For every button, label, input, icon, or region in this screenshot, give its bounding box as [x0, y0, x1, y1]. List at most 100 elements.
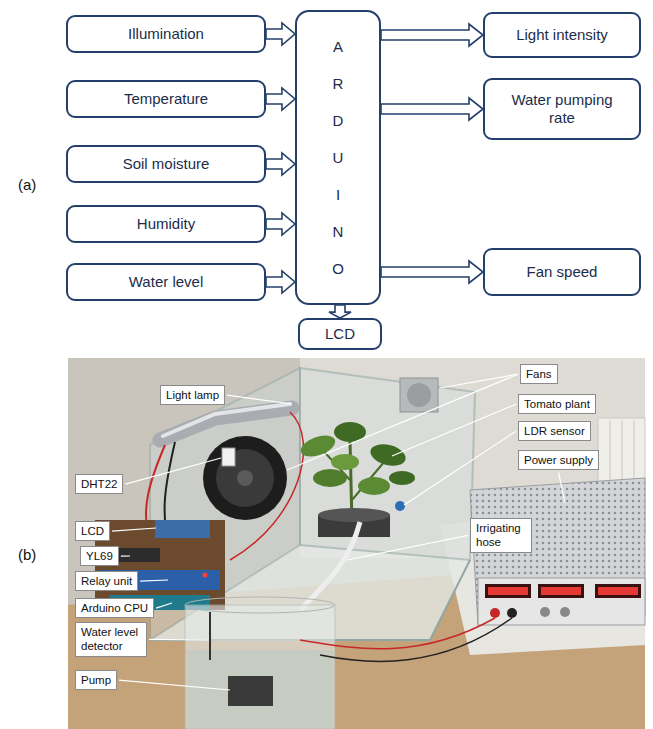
leaf — [331, 454, 359, 470]
part-label: Water level detector — [75, 622, 147, 657]
block-arrow — [266, 23, 295, 45]
leader-line — [227, 395, 292, 404]
box-text: Temperature — [124, 90, 208, 108]
leaf — [389, 471, 415, 485]
box-text: Illumination — [128, 25, 204, 43]
led — [203, 573, 208, 578]
block-arrow — [266, 153, 295, 175]
dht22-sensor — [222, 448, 235, 466]
lcd-module — [155, 520, 210, 538]
leader-line — [149, 639, 209, 641]
part-label: Relay unit — [75, 571, 138, 591]
ldr-sensor — [395, 501, 405, 511]
block-arrow — [266, 88, 295, 110]
box-text: Soil moisture — [123, 155, 210, 173]
wire — [230, 412, 304, 560]
input-box: Water level — [66, 263, 266, 301]
part-label: Irrigating hose — [470, 518, 532, 553]
box-text: Water level — [129, 273, 203, 291]
leaf — [313, 469, 347, 487]
leaf — [368, 441, 408, 470]
display-digits — [488, 587, 528, 595]
leader-line — [404, 431, 516, 505]
box-text: Light intensity — [516, 26, 608, 44]
water — [187, 650, 333, 729]
level-probe — [209, 612, 211, 660]
display — [595, 584, 641, 598]
power-supply — [470, 478, 645, 625]
panel-letter: (b) — [18, 546, 36, 563]
lamp-highlight — [163, 404, 290, 436]
fan-blades — [216, 449, 274, 507]
power-supply-panel — [478, 578, 645, 625]
block-arrow — [266, 213, 295, 235]
input-box: Temperature — [66, 80, 266, 118]
controller-name: A R D U I N O — [330, 28, 347, 287]
controller-box: A R D U I N O — [295, 10, 381, 305]
fan-hub — [237, 470, 253, 486]
leader-line — [440, 374, 518, 388]
box-text: Humidity — [137, 215, 195, 233]
display-digits — [598, 587, 638, 595]
leader-line — [347, 535, 468, 560]
leader-line — [125, 458, 221, 484]
irrigating-hose — [300, 522, 360, 610]
block-arrow — [381, 98, 483, 120]
display-digits — [541, 587, 581, 595]
block-arrow — [266, 271, 295, 293]
fan-body — [203, 436, 287, 520]
terminal — [507, 608, 517, 618]
input-box: Illumination — [66, 15, 266, 53]
leaf — [358, 477, 390, 495]
leader-line — [119, 680, 230, 690]
part-label: DHT22 — [75, 474, 123, 494]
leaf — [298, 431, 338, 460]
photo-background — [68, 358, 645, 729]
leader-lines — [112, 374, 565, 690]
leader-line — [559, 472, 565, 503]
part-label: Pump — [75, 670, 117, 690]
input-box: Soil moisture — [66, 145, 266, 183]
water-jar — [185, 605, 335, 729]
display — [538, 584, 584, 598]
knob — [540, 607, 550, 617]
part-label: LDR sensor — [518, 421, 591, 441]
block-arrow — [329, 305, 351, 318]
box-text: Water pumping rate — [502, 91, 622, 127]
part-label: Tomato plant — [518, 394, 596, 414]
leader-line — [392, 404, 516, 456]
part-label: YL69 — [80, 546, 119, 566]
jar-rim — [185, 597, 335, 613]
display — [485, 584, 531, 598]
leader-line — [140, 580, 168, 581]
terminal — [490, 608, 500, 618]
wire — [320, 618, 512, 661]
output-box: Fan speed — [483, 248, 641, 296]
tank-back-pane — [300, 368, 475, 560]
part-label: LCD — [75, 521, 110, 541]
tank-edge — [430, 560, 470, 640]
part-label: Power supply — [518, 450, 599, 470]
block-arrow — [381, 261, 483, 283]
output-box: Light intensity — [483, 12, 641, 58]
input-box: Humidity — [66, 205, 266, 243]
leader-line — [287, 374, 518, 470]
pump — [228, 676, 273, 706]
top-fan-blades — [407, 383, 431, 407]
box-text: Fan speed — [527, 263, 598, 281]
plant-pot-rim — [318, 508, 390, 522]
part-label: Arduino CPU — [75, 598, 154, 618]
part-label: Fans — [520, 364, 558, 384]
knob — [560, 607, 570, 617]
leader-line — [121, 555, 130, 556]
part-label: Light lamp — [160, 385, 225, 405]
leader-line — [156, 603, 172, 608]
leader-line — [112, 528, 156, 531]
output-box: Water pumping rate — [483, 78, 641, 140]
output-box: LCD — [298, 318, 382, 350]
block-arrow — [381, 24, 483, 46]
top-fan — [400, 378, 438, 412]
panel-letter: (a) — [18, 176, 36, 193]
box-text: LCD — [325, 325, 355, 343]
